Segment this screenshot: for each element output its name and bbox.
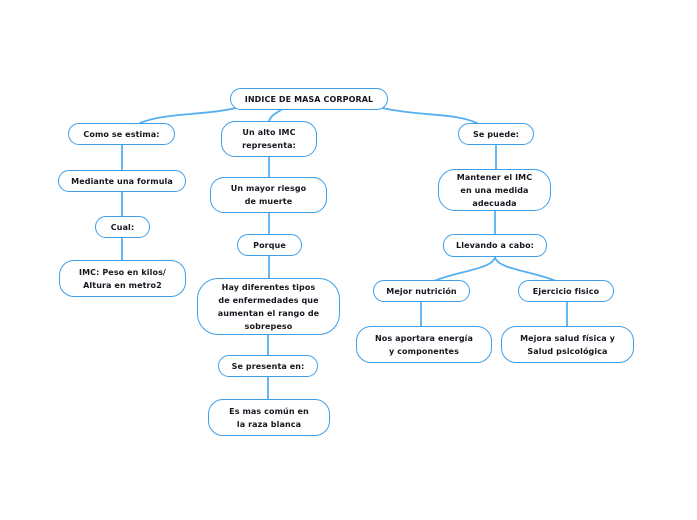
- node-mejora-salud[interactable]: Mejora salud física y Salud psicológica: [501, 326, 634, 363]
- node-enfermedades[interactable]: Hay diferentes tipos de enfermedades que…: [197, 278, 340, 335]
- connector-root-sepuede: [377, 106, 478, 124]
- node-mas-comun-raza-blanca[interactable]: Es mas común en la raza blanca: [208, 399, 330, 436]
- node-cual[interactable]: Cual:: [95, 216, 150, 238]
- node-mantener-imc[interactable]: Mantener el IMC en una medida adecuada: [438, 169, 551, 211]
- connector-llevando-ejercicio: [494, 256, 557, 282]
- node-un-alto-imc[interactable]: Un alto IMC representa:: [221, 121, 317, 157]
- node-como-se-estima[interactable]: Como se estima:: [68, 123, 175, 145]
- node-mayor-riesgo[interactable]: Un mayor riesgo de muerte: [210, 177, 327, 213]
- node-ejercicio-fisico[interactable]: Ejercicio fisico: [518, 280, 614, 302]
- node-llevando-a-cabo[interactable]: Llevando a cabo:: [443, 234, 547, 257]
- node-se-puede[interactable]: Se puede:: [458, 123, 534, 145]
- connector-llevando-nutricion: [433, 256, 496, 282]
- node-aporta-energia[interactable]: Nos aportara energía y componentes: [356, 326, 492, 363]
- node-se-presenta-en[interactable]: Se presenta en:: [218, 355, 318, 377]
- node-porque[interactable]: Porque: [237, 234, 302, 256]
- node-mediante-formula[interactable]: Mediante una formula: [58, 170, 186, 192]
- connector-root-como: [139, 106, 241, 124]
- node-mejor-nutricion[interactable]: Mejor nutrición: [373, 280, 470, 302]
- connector-root-alto: [268, 109, 282, 122]
- node-imc-formula[interactable]: IMC: Peso en kilos/ Altura en metro2: [59, 260, 186, 297]
- node-root[interactable]: INDICE DE MASA CORPORAL: [230, 88, 388, 110]
